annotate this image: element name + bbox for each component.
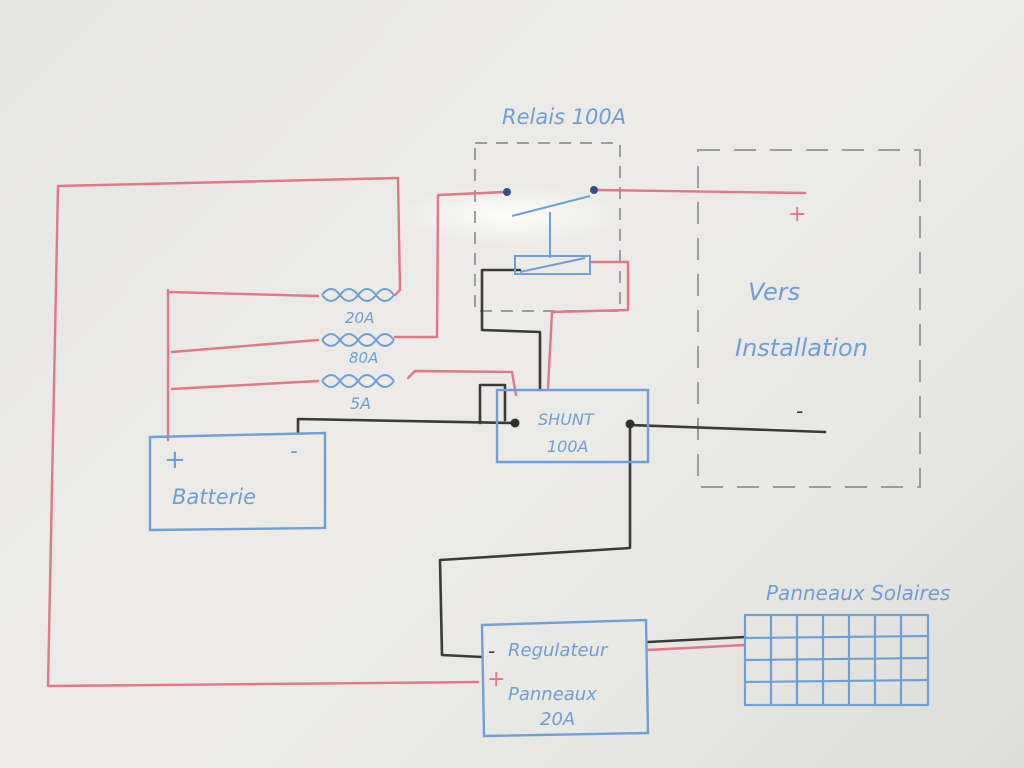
- install-label-line2: Installation: [735, 334, 868, 362]
- fuse-5a-label: 5A: [350, 394, 371, 413]
- relay-coil-slash: [519, 257, 586, 273]
- positive-wires: [46, 176, 807, 688]
- battery-box: [148, 431, 327, 532]
- relay-contact-left: [503, 188, 511, 196]
- relay-label: Relais 100A: [502, 105, 626, 129]
- fuse-5a: [321, 374, 395, 388]
- red-wire-relay-out: [593, 188, 807, 195]
- install-minus-sign: -: [796, 399, 803, 423]
- red-wire-coil-loop: [546, 260, 630, 390]
- relay-symbol: [511, 195, 591, 275]
- black-wire-shunt-regulator: [438, 423, 632, 659]
- black-wire-coil: [480, 268, 542, 392]
- solar-panel: [743, 613, 930, 707]
- shunt-terminal-right: [625, 419, 635, 429]
- install-label-line1: Vers: [748, 278, 800, 306]
- relay-box: [474, 142, 621, 312]
- solar-panel-columns: [769, 615, 903, 705]
- relay-contact-right: [590, 186, 598, 194]
- shunt-box: [495, 388, 650, 464]
- solar-panel-rows: [744, 634, 929, 684]
- red-wire-left-loop: [46, 184, 480, 688]
- red-wire-solar-plus: [646, 643, 747, 652]
- regulator-label-line1: Regulateur: [508, 640, 609, 661]
- red-wire-top-loop: [56, 176, 402, 297]
- battery-plus-sign: +: [164, 445, 186, 475]
- relay-coil: [514, 255, 591, 275]
- red-wire-fuse20-relay: [393, 190, 507, 339]
- solar-panel-label: Panneaux Solaires: [766, 581, 950, 605]
- regulator-box: [480, 618, 650, 738]
- fuse-20a: [321, 288, 395, 302]
- shunt-rating: 100A: [547, 437, 588, 456]
- negative-wires: [296, 268, 827, 659]
- red-wire-fuse20-in: [166, 290, 320, 298]
- install-plus-sign: +: [788, 202, 806, 227]
- black-wire-shunt-loop: [478, 383, 507, 425]
- battery-minus-sign: -: [290, 439, 298, 464]
- fuse-80a: [321, 333, 395, 347]
- regulator-label-line3: 20A: [540, 709, 575, 730]
- shunt-terminal-left: [510, 418, 520, 428]
- installation-box: [697, 149, 921, 488]
- fuse-20a-label: 20A: [345, 309, 374, 327]
- fuse-80a-label: 80A: [349, 349, 378, 367]
- black-wire-battery-shunt: [296, 417, 517, 434]
- red-wire-fuse80-in: [170, 338, 320, 354]
- black-wire-shunt-install: [628, 423, 827, 434]
- fuse-symbols: [321, 288, 395, 388]
- regulator-minus-sign: -: [488, 639, 495, 663]
- shunt-label: SHUNT: [538, 410, 595, 429]
- red-wire-fuse5-shunt: [406, 369, 518, 397]
- relay-switch-arm: [511, 195, 591, 217]
- black-wire-solar-minus: [646, 635, 747, 644]
- board-glare: [395, 185, 625, 245]
- battery-label: Batterie: [172, 485, 256, 509]
- regulator-label-line2: Panneaux: [508, 684, 597, 705]
- red-wire-fuse5-in: [170, 379, 320, 391]
- regulator-plus-sign: +: [487, 667, 505, 692]
